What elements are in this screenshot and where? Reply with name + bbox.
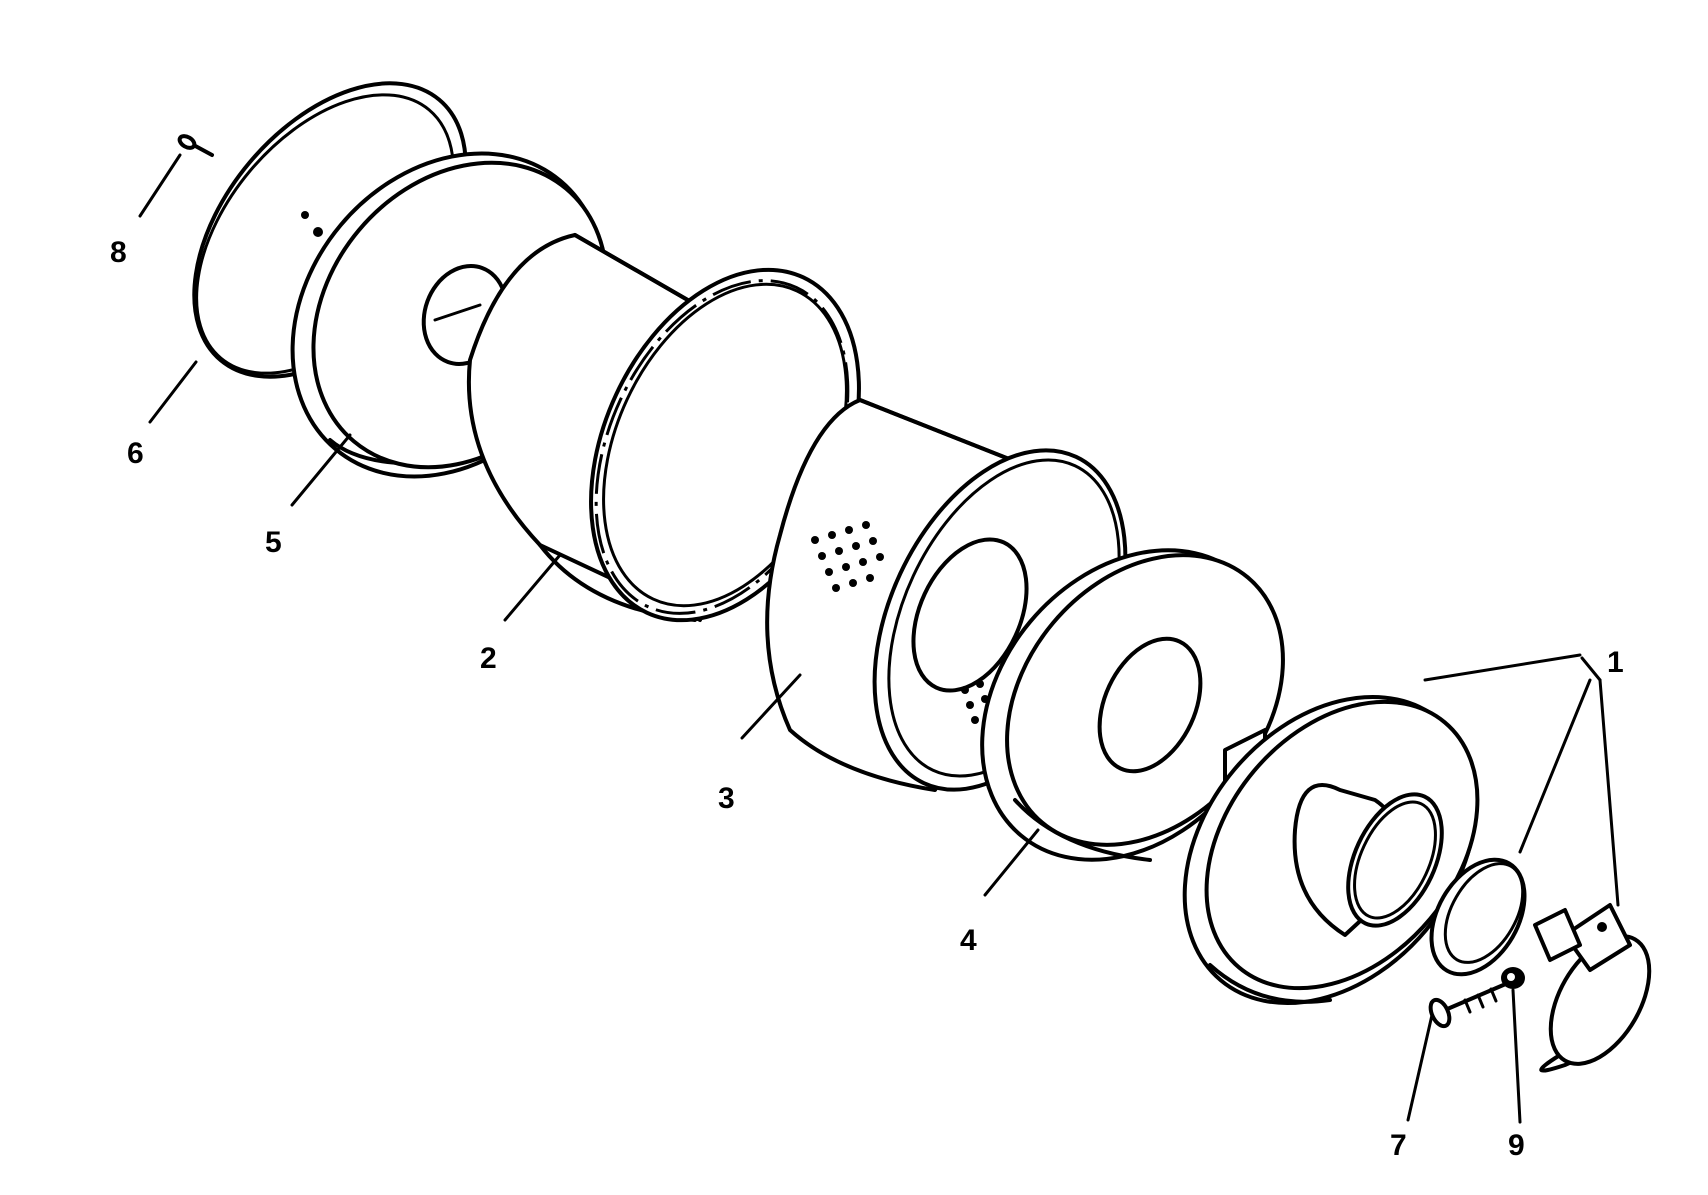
callout-3: 3	[718, 782, 735, 815]
leader-lines	[138, 153, 1620, 1124]
part-1-housing-assembly	[1182, 694, 1652, 1073]
part-8-screw	[177, 134, 214, 157]
callout-7: 7	[1390, 1129, 1407, 1162]
callout-2: 2	[480, 642, 497, 675]
callout-1: 1	[1607, 646, 1624, 679]
callout-6: 6	[127, 437, 144, 470]
callout-8: 8	[110, 236, 127, 269]
part-4-seal-plate	[980, 548, 1285, 862]
part-7-bolt	[1428, 978, 1517, 1029]
callout-5: 5	[265, 526, 282, 559]
callout-labels: 1 2 3 4 5 6 7 8 9	[110, 236, 1624, 1162]
callout-9: 9	[1508, 1129, 1525, 1162]
part-9-nut	[1501, 967, 1525, 989]
callout-4: 4	[960, 924, 977, 957]
